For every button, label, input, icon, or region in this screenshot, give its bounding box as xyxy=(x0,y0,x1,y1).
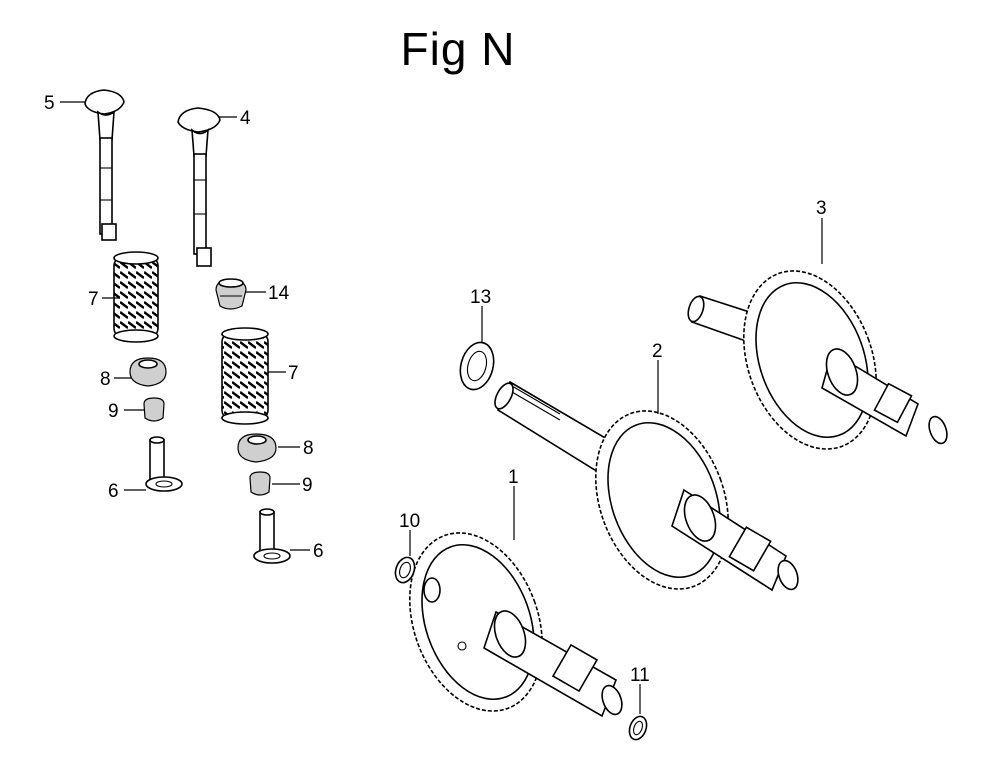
callout-6-left: 6 xyxy=(108,481,119,502)
valve-spring-left xyxy=(113,251,159,343)
callout-8-right: 8 xyxy=(303,438,314,459)
leader-lines xyxy=(60,101,823,714)
spring-retainer-left xyxy=(129,357,167,387)
circlip-10 xyxy=(394,556,416,584)
callout-8-left: 8 xyxy=(100,369,111,390)
camshaft-gear-2 xyxy=(494,380,799,592)
callout-2: 2 xyxy=(652,341,663,362)
stem-seal xyxy=(215,278,247,310)
callout-11: 11 xyxy=(630,665,650,686)
callout-labels: 5 4 7 14 7 8 9 6 8 9 6 3 13 2 1 10 11 xyxy=(44,93,827,686)
spring-retainer-right xyxy=(237,433,277,463)
callout-10: 10 xyxy=(399,511,420,532)
valve-exhaust xyxy=(84,89,125,241)
figure-title: Fig N xyxy=(400,23,516,75)
callout-14: 14 xyxy=(268,283,290,304)
valve-cotter-left xyxy=(143,397,165,422)
thrust-washer xyxy=(459,341,495,391)
camshaft-gear-1 xyxy=(408,532,623,718)
callout-7-right: 7 xyxy=(288,363,299,384)
circlip-11 xyxy=(628,715,648,741)
valve-cotter-right xyxy=(249,471,271,496)
valve-intake xyxy=(177,107,221,267)
tappet-left xyxy=(145,436,183,492)
callout-5: 5 xyxy=(44,93,55,114)
callout-9-left: 9 xyxy=(108,401,119,422)
callout-7-left: 7 xyxy=(88,289,99,310)
callout-1: 1 xyxy=(508,467,519,488)
callout-9-right: 9 xyxy=(302,475,313,496)
callout-6-right: 6 xyxy=(313,541,324,562)
tappet-right xyxy=(253,508,291,564)
camshaft-gear-3 xyxy=(687,270,948,450)
valve-spring-right xyxy=(221,327,269,425)
callout-13: 13 xyxy=(470,287,491,308)
callout-3: 3 xyxy=(816,198,827,219)
callout-4: 4 xyxy=(240,108,251,129)
